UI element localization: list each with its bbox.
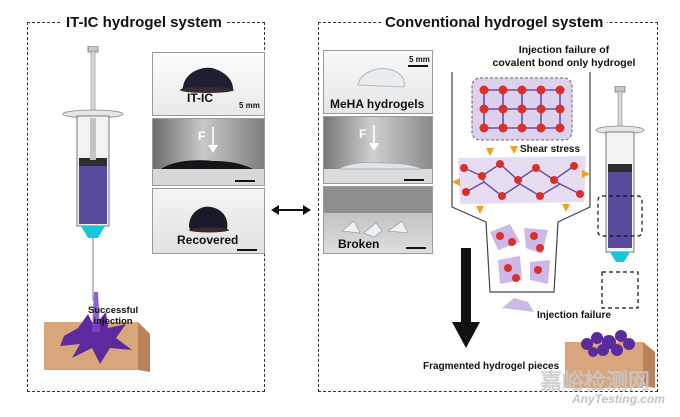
covalent-network-diagram: [451, 72, 591, 312]
failure-title: Injection failure of covalent bond only …: [492, 44, 636, 69]
shear-stress-label: Shear stress: [520, 144, 581, 155]
successful-injection-note: Successful injection: [88, 305, 139, 327]
photo-label-meha: MeHA hydrogels: [330, 97, 425, 111]
scale-label-right: 5 mm: [409, 55, 430, 64]
scale-bar: [237, 249, 257, 251]
photo-itic: IT-IC 5 mm: [152, 52, 265, 116]
scale-bar: [235, 180, 255, 182]
injection-failure-label: Injection failure: [537, 310, 611, 321]
itic-gel-sample: [180, 67, 234, 93]
compressed-itic-gel: [153, 127, 264, 185]
scale-label-left: 5 mm: [239, 101, 260, 110]
tissue-success-illustration: [44, 292, 150, 372]
photo-recovered: Recovered: [152, 188, 265, 254]
tissue-failure-illustration: [565, 330, 655, 388]
meha-gel-sample: [357, 68, 405, 88]
left-panel-title: IT-IC hydrogel system: [62, 14, 226, 31]
scale-bar: [404, 179, 424, 181]
recovered-itic-gel: [189, 206, 229, 233]
watermark-cn: 嘉峪检测网: [540, 370, 651, 395]
photo-label-itic: IT-IC: [187, 91, 213, 105]
scale-bar: [406, 247, 426, 249]
photo-label-broken: Broken: [338, 237, 380, 251]
force-label-left: F: [198, 129, 206, 143]
photo-compression-left: F: [152, 118, 265, 186]
fragment-label: Fragmented hydrogel pieces: [423, 361, 560, 372]
scale-bar: [408, 65, 428, 67]
right-panel-title: Conventional hydrogel system: [381, 14, 608, 31]
double-arrow-icon: [271, 205, 311, 215]
photo-compression-right: F: [323, 116, 433, 184]
compressed-meha-gel: [324, 125, 432, 183]
watermark-en: AnyTesting.com: [572, 392, 665, 406]
syringe-left-icon: [62, 46, 124, 301]
broken-meha-gel: [324, 187, 432, 238]
photo-meha: MeHA hydrogels 5 mm: [323, 50, 433, 114]
force-label-right: F: [359, 127, 367, 141]
photo-label-recovered: Recovered: [177, 233, 239, 247]
photo-broken: Broken: [323, 186, 433, 254]
down-arrow-icon: [452, 248, 480, 348]
syringe-right-icon: [595, 86, 645, 309]
